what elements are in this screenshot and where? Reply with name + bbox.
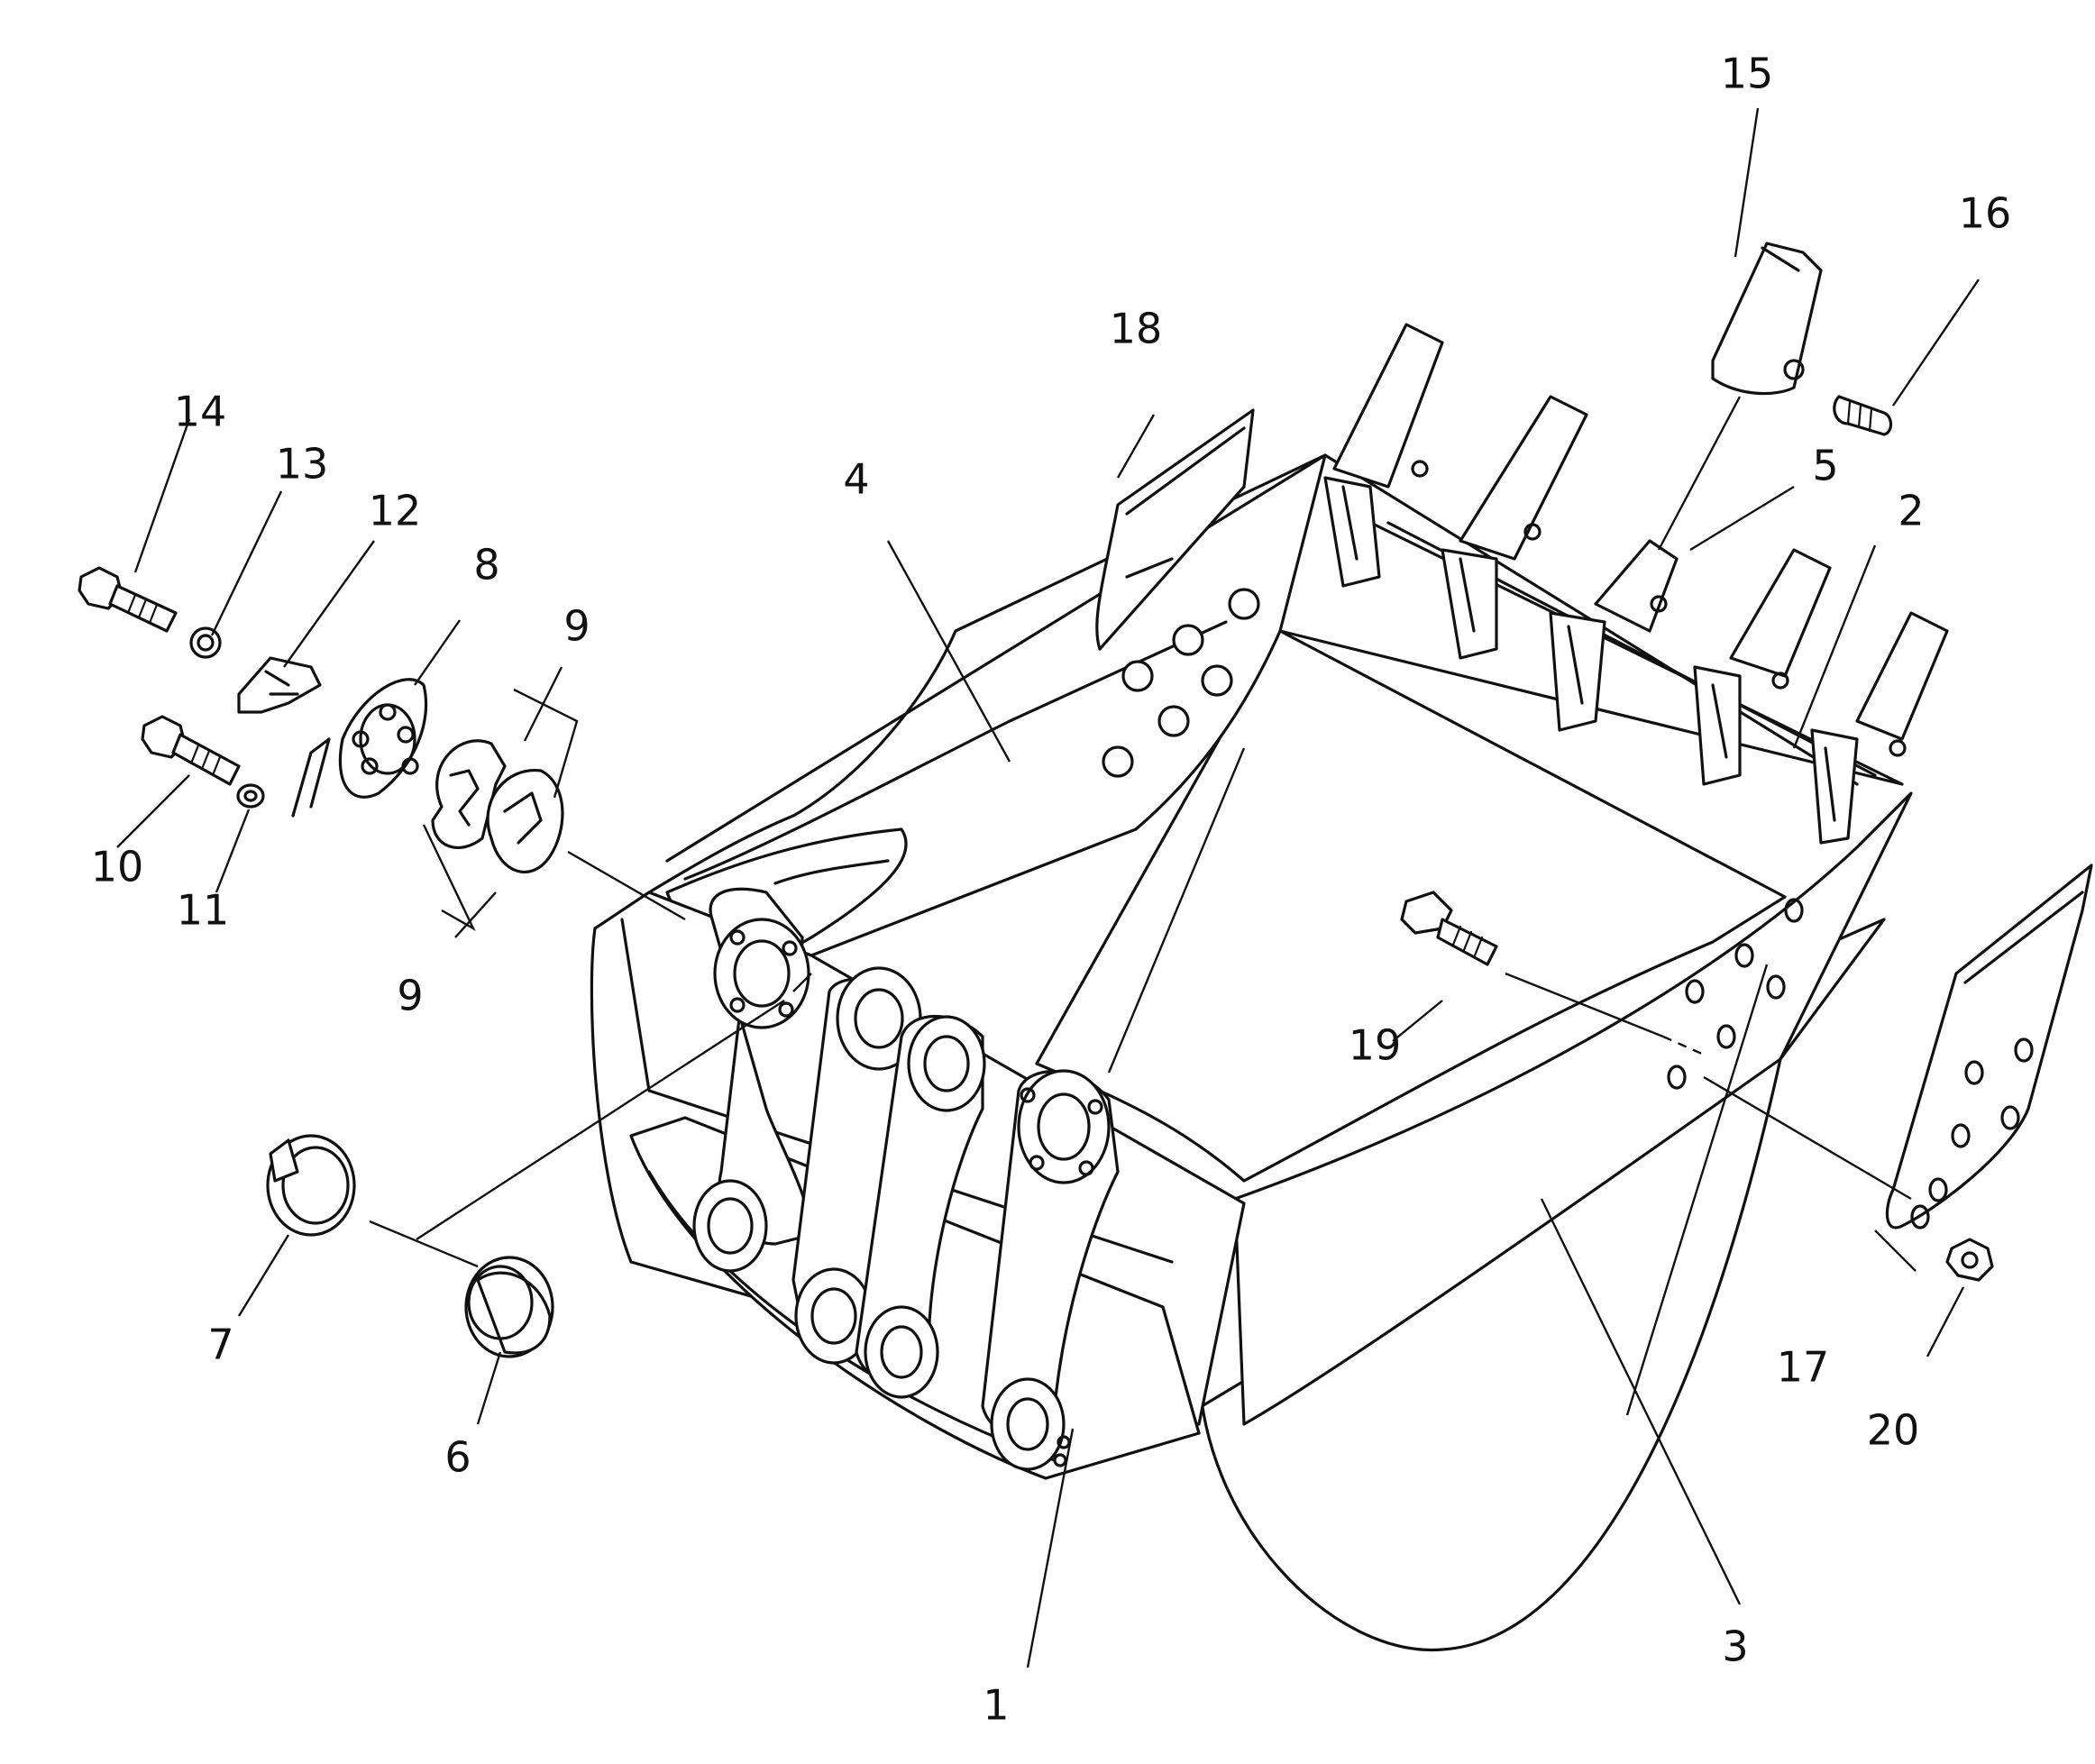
part-label-5: 5 — [1812, 442, 1838, 490]
pin-6 — [464, 1256, 554, 1358]
right-plate-holes — [1667, 898, 1804, 1090]
part-label-16: 16 — [1959, 189, 2012, 238]
shims-9 — [431, 739, 564, 873]
part-label-12: 12 — [369, 487, 422, 535]
spare-tooth-15 — [1711, 242, 1823, 396]
part-label-8: 8 — [473, 541, 499, 590]
leader-lines — [369, 544, 1912, 1268]
part-label-3: 3 — [1722, 1622, 1748, 1671]
flange-8 — [338, 678, 428, 799]
part-label-13: 13 — [276, 440, 329, 489]
pin-16 — [1833, 395, 1893, 436]
part-label-9-bottom: 9 — [397, 972, 423, 1020]
part-label-10: 10 — [91, 843, 144, 891]
part-label-20: 20 — [1867, 1406, 1920, 1455]
label-pointers — [116, 107, 1980, 1668]
part-label-11: 11 — [177, 886, 230, 935]
washer-11 — [236, 783, 265, 809]
side-cutter-18 — [1095, 408, 1255, 651]
part-label-4: 4 — [843, 455, 869, 504]
part-labels: 1 2 3 4 5 6 7 8 9 9 10 11 12 13 14 15 16… — [91, 50, 2012, 1730]
bucket-body — [590, 453, 1913, 1652]
part-label-1: 1 — [983, 1681, 1009, 1730]
z-bracket — [291, 737, 331, 818]
part-label-19: 19 — [1349, 1021, 1402, 1070]
part-label-15: 15 — [1721, 50, 1774, 98]
bolt-19 — [1400, 891, 1498, 966]
boss-plates — [692, 887, 1120, 1471]
part-label-17: 17 — [1777, 1343, 1830, 1392]
part-label-9-top: 9 — [563, 602, 590, 651]
nut-20 — [1945, 1238, 1994, 1282]
side-plate-nuts — [1102, 588, 1260, 778]
part-label-14: 14 — [174, 388, 227, 436]
part-label-7: 7 — [207, 1321, 233, 1369]
bushing-7 — [266, 1134, 356, 1237]
side-cutter-17 — [1885, 864, 2093, 1229]
teeth-row — [1323, 323, 1949, 845]
retainer-12 — [237, 656, 322, 714]
part-label-6: 6 — [444, 1433, 471, 1482]
bolt-10 — [141, 715, 241, 786]
part-label-2: 2 — [1898, 487, 1924, 535]
bolt-14 — [78, 566, 178, 633]
nut-13 — [189, 626, 222, 659]
part-label-18: 18 — [1110, 305, 1163, 353]
